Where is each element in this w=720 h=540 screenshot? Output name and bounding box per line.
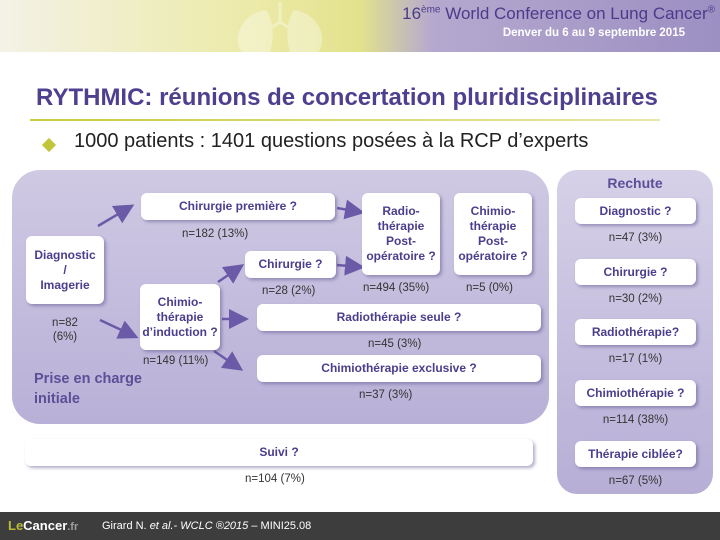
induction-chemo-count: n=149 (11%) (143, 355, 209, 367)
lecancer-logo: LeCancer.fr (8, 518, 79, 533)
follow-up-box: Suivi ? (25, 439, 533, 466)
relapse-targeted-therapy-box: Thérapie ciblée? (575, 441, 696, 467)
arrow-chimio-to-chirurgie (217, 264, 245, 284)
citation: Girard N. et al.- WCLC ®2015 – MINI25.08 (102, 520, 312, 532)
diagnostic-imaging-box: Diagnostic/Imagerie (26, 236, 104, 304)
primary-surgery-count: n=182 (13%) (182, 228, 249, 240)
footer-bar (0, 512, 720, 540)
radiotherapy-alone-box: Radiothérapie seule ? (257, 304, 541, 331)
diagnostic-line2: / (63, 262, 67, 277)
primary-surgery-box: Chirurgie première ? (141, 193, 335, 220)
exclusive-chemotherapy-box: Chimiothérapie exclusive ? (257, 355, 541, 382)
exclusive-chemotherapy-count: n=37 (3%) (359, 389, 413, 401)
lungs-icon (237, 2, 323, 52)
surgery-count: n=28 (2%) (262, 285, 316, 297)
surgery-box: Chirurgie ? (245, 251, 336, 278)
relapse-title: Rechute (607, 175, 663, 191)
conference-title: 16ème World Conference on Lung Cancer® (402, 4, 715, 23)
arrow-chirurgie-premiere-to-radio (336, 199, 365, 220)
diagnostic-count: n=82(6%) (52, 317, 78, 343)
arrow-diag-to-chimio (99, 318, 139, 339)
relapse-radiotherapy-count: n=17 (1%) (608, 353, 663, 365)
follow-up-count: n=104 (7%) (245, 473, 305, 485)
conference-header-band (0, 0, 720, 52)
arrow-diag-to-chirurgie (97, 204, 135, 228)
arrow-chirurgie-to-radio (336, 255, 365, 276)
slide-title: RYTHMIC: réunions de concertation plurid… (36, 84, 658, 111)
postop-radiotherapy-count: n=494 (35%) (363, 282, 430, 294)
diagnostic-line1: Diagnostic (34, 247, 96, 262)
relapse-diagnostic-box: Diagnostic ? (575, 198, 696, 224)
relapse-surgery-box: Chirurgie ? (575, 259, 696, 285)
conference-location: Denver du 6 au 9 septembre 2015 (502, 27, 685, 39)
diagnostic-line3: Imagerie (40, 277, 90, 292)
arrow-chimio-to-chimio-exclusive (213, 349, 244, 371)
relapse-radiotherapy-box: Radiothérapie? (575, 319, 696, 345)
relapse-surgery-count: n=30 (2%) (608, 293, 663, 305)
radiotherapy-alone-count: n=45 (3%) (368, 338, 422, 350)
relapse-targeted-therapy-count: n=67 (5%) (608, 475, 663, 487)
relapse-chemotherapy-count: n=114 (38%) (602, 414, 669, 426)
title-underline (30, 119, 660, 121)
relapse-diagnostic-count: n=47 (3%) (608, 232, 663, 244)
relapse-chemotherapy-box: Chimiothérapie ? (575, 380, 696, 406)
bullet-text: 1000 patients : 1401 questions posées à … (74, 130, 589, 152)
postop-chemotherapy-count: n=5 (0%) (466, 282, 513, 294)
